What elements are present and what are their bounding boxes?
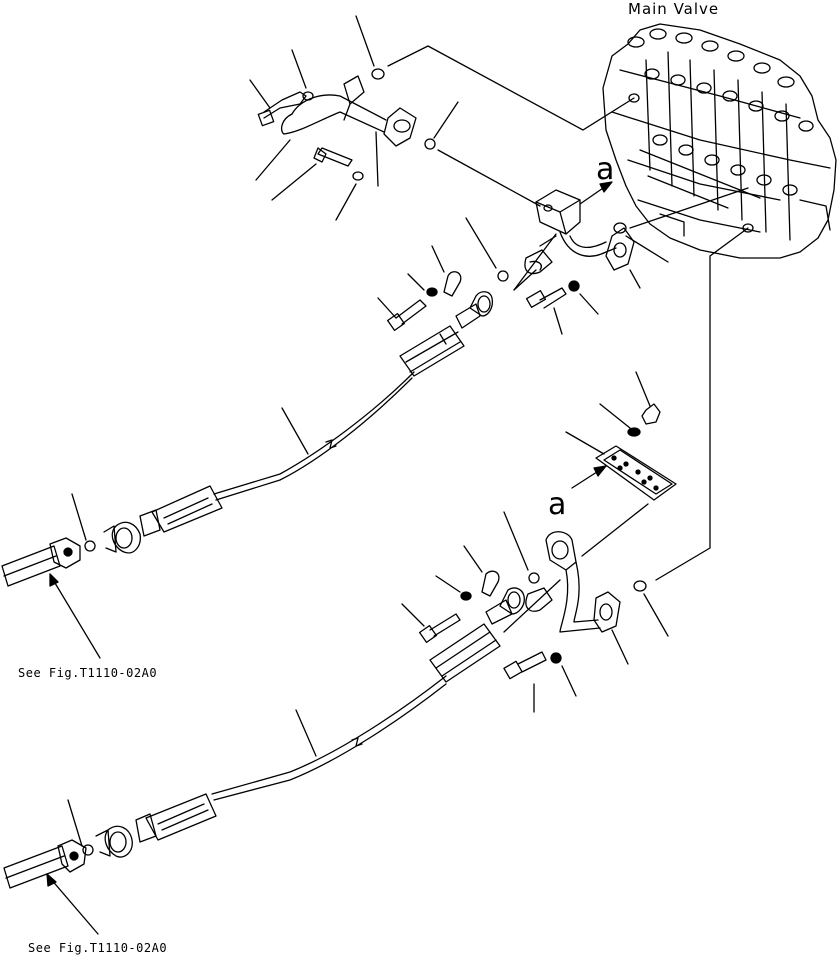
leader-ref-bottom-arrowhead (47, 874, 56, 886)
detail-marker-lower: a (548, 487, 567, 522)
figure-reference-bottom: See Fig.T1110-02A0 (28, 941, 168, 955)
lower-plate-assembly (504, 372, 676, 712)
leader-oring-to-valve-right (656, 228, 748, 580)
upper-cable (214, 246, 492, 500)
upper-cable-end (2, 486, 222, 658)
lower-cable-end (4, 794, 216, 934)
arrow-a-upper-head (600, 182, 612, 192)
detail-marker-upper: a (596, 152, 615, 187)
arrow-a-lower (572, 470, 600, 488)
leader-ref-top (52, 578, 100, 658)
leader-oring-to-valve-top (388, 46, 634, 130)
lower-cable (212, 546, 524, 800)
leader-oring-right-upper (630, 188, 748, 228)
leader-ref-top-arrowhead (50, 574, 58, 586)
top-tube-assembly (250, 16, 540, 220)
arrow-a-lower-head (594, 466, 606, 476)
leader-ref-bottom (50, 878, 98, 934)
figure-reference-top: See Fig.T1110-02A0 (18, 666, 158, 680)
main-valve-label: Main Valve (628, 0, 720, 18)
arrow-a-upper (580, 186, 606, 204)
upper-junction-block (466, 182, 668, 334)
main-valve-block (603, 24, 836, 258)
